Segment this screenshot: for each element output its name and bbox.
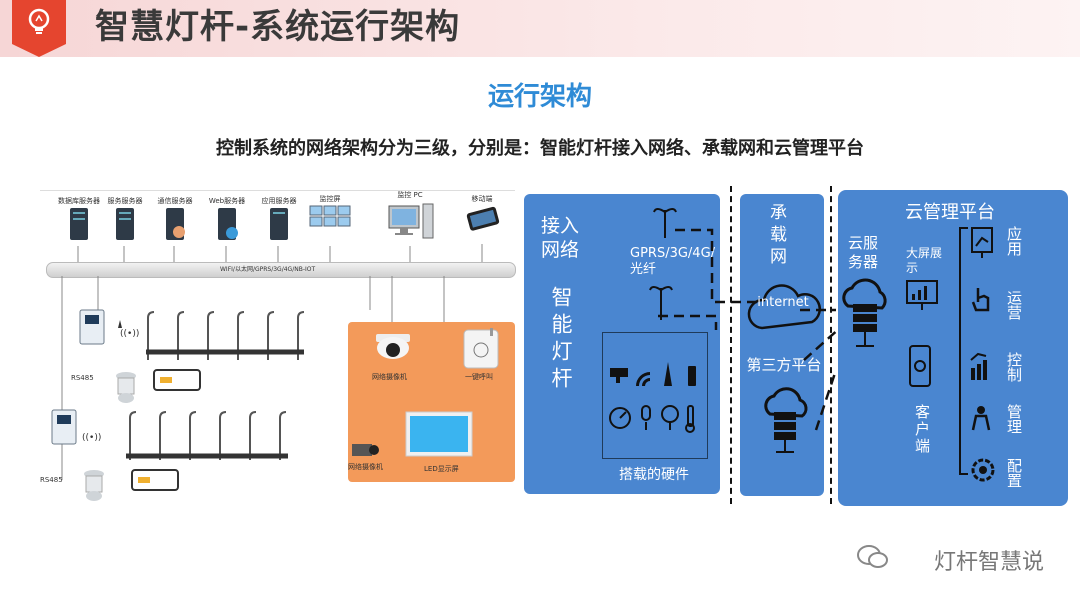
presentation-icon xyxy=(971,227,993,258)
dashboard-icon xyxy=(906,280,938,310)
mobile-client-icon xyxy=(909,345,931,387)
header-badge-tip xyxy=(12,44,66,57)
lightbulb-icon xyxy=(28,8,50,34)
video-wall-icon xyxy=(309,205,351,227)
access-title: 接入网络 xyxy=(541,215,580,261)
divider-dashed xyxy=(730,186,732,504)
call-button-label: 一键呼叫 xyxy=(465,373,493,381)
hardware-label: 搭载的硬件 xyxy=(619,467,689,483)
wechat-icon xyxy=(857,545,888,568)
server-label: Web服务器 xyxy=(208,197,246,205)
watermark: 灯杆智慧说 xyxy=(933,550,1044,575)
streetlight-icon xyxy=(649,286,673,320)
led-screen-icon xyxy=(405,411,473,457)
server-item: Web服务器 xyxy=(202,196,252,246)
streetlight-row-2: ((•)) xyxy=(51,409,288,460)
led-screen-label: LED显示屏 xyxy=(424,465,459,473)
section-subtitle: 运行架构 xyxy=(487,82,592,112)
pc-item: 监控 PC xyxy=(382,190,438,248)
divider-dashed xyxy=(830,186,832,504)
desktop-pc-icon xyxy=(388,203,434,239)
item-app: 应用 xyxy=(1005,226,1023,256)
manager-icon xyxy=(971,406,991,431)
server-icon xyxy=(116,208,134,240)
rs485-label: RS485 xyxy=(71,374,94,382)
box-camera-icon xyxy=(352,444,379,456)
server-icon xyxy=(166,208,185,240)
weather-sensor-row-1 xyxy=(116,369,201,403)
server-label: 应用服务器 xyxy=(261,197,297,205)
call-button-icon xyxy=(463,328,499,369)
cloud-platform-panel xyxy=(838,190,1068,506)
hand-pointer-icon xyxy=(971,288,990,312)
smartphone-icon xyxy=(466,206,500,231)
server-label: 通信服务器 xyxy=(157,197,193,205)
server-label: 数据库服务器 xyxy=(58,197,100,205)
hardware-icons xyxy=(609,362,696,433)
monitor-wall-item: 监控屏 xyxy=(305,194,355,244)
description: 控制系统的网络架构分为三级，分别是：智能灯杆接入网络、承载网和云管理平台 xyxy=(216,138,864,159)
big-screen-label: 大屏展示 xyxy=(906,246,943,275)
item-operation: 运营 xyxy=(1005,290,1023,320)
phone-label: 移动端 xyxy=(471,195,493,203)
cloud-server-icon xyxy=(842,278,887,347)
access-network-label: GPRS/3G/4G/光纤 xyxy=(630,246,716,277)
bearer-title: 承载网 xyxy=(770,203,787,267)
access-network-panel xyxy=(524,194,720,494)
dome-camera-icon xyxy=(376,334,410,359)
server-label: 服务服务器 xyxy=(107,197,143,205)
client-label: 客户端 xyxy=(913,404,931,455)
connectors xyxy=(658,228,841,431)
bearer-network-panel xyxy=(740,194,824,496)
item-management: 管理 xyxy=(1005,404,1023,434)
internet-label: internet xyxy=(757,295,809,310)
server-item: 数据库服务器 xyxy=(54,196,104,246)
server-item: 通信服务器 xyxy=(150,196,200,246)
access-subtitle: 智能灯杆 xyxy=(549,286,573,394)
phone-item: 移动端 xyxy=(460,194,504,244)
server-icon xyxy=(218,208,238,240)
monitor-wall-label: 监控屏 xyxy=(319,195,341,203)
config-gear-icon xyxy=(971,458,995,482)
network-bus xyxy=(46,262,516,278)
header-badge xyxy=(12,0,66,44)
server-icon xyxy=(70,208,88,240)
third-party-label: 第三方平台 xyxy=(746,356,822,374)
svg-text:((•)): ((•)) xyxy=(120,329,139,339)
item-control: 控制 xyxy=(1005,352,1023,382)
server-icon xyxy=(270,208,288,240)
item-config: 配置 xyxy=(1005,458,1023,488)
pc-label: 监控 PC xyxy=(397,191,423,199)
cloud-server-icon xyxy=(764,387,808,453)
weather-sensor-row-2 xyxy=(84,469,179,501)
page-title: 智慧灯杆-系统运行架构 xyxy=(95,7,461,47)
server-item: 应用服务器 xyxy=(254,196,304,246)
bus-label: WIFI/以太网/GPRS/3G/4G/NB-IOT xyxy=(220,266,316,273)
streetlight-icon xyxy=(653,208,677,238)
box-camera-label: 网络摄像机 xyxy=(348,463,383,471)
bracket xyxy=(959,227,968,475)
dome-camera-label: 网络摄像机 xyxy=(372,373,407,381)
header-bar xyxy=(0,0,1080,57)
cloud-server-label: 云服务器 xyxy=(848,234,879,271)
cloud-icon xyxy=(747,284,822,330)
growth-chart-icon xyxy=(970,352,987,380)
top-divider xyxy=(40,190,515,191)
streetlight-row-1: ((•)) xyxy=(79,309,305,360)
server-item: 服务服务器 xyxy=(100,196,150,246)
hardware-box xyxy=(602,332,708,459)
cloud-title: 云管理平台 xyxy=(905,202,995,223)
svg-text:((•)): ((•)) xyxy=(82,433,101,443)
rs485-label: RS485 xyxy=(40,476,63,484)
